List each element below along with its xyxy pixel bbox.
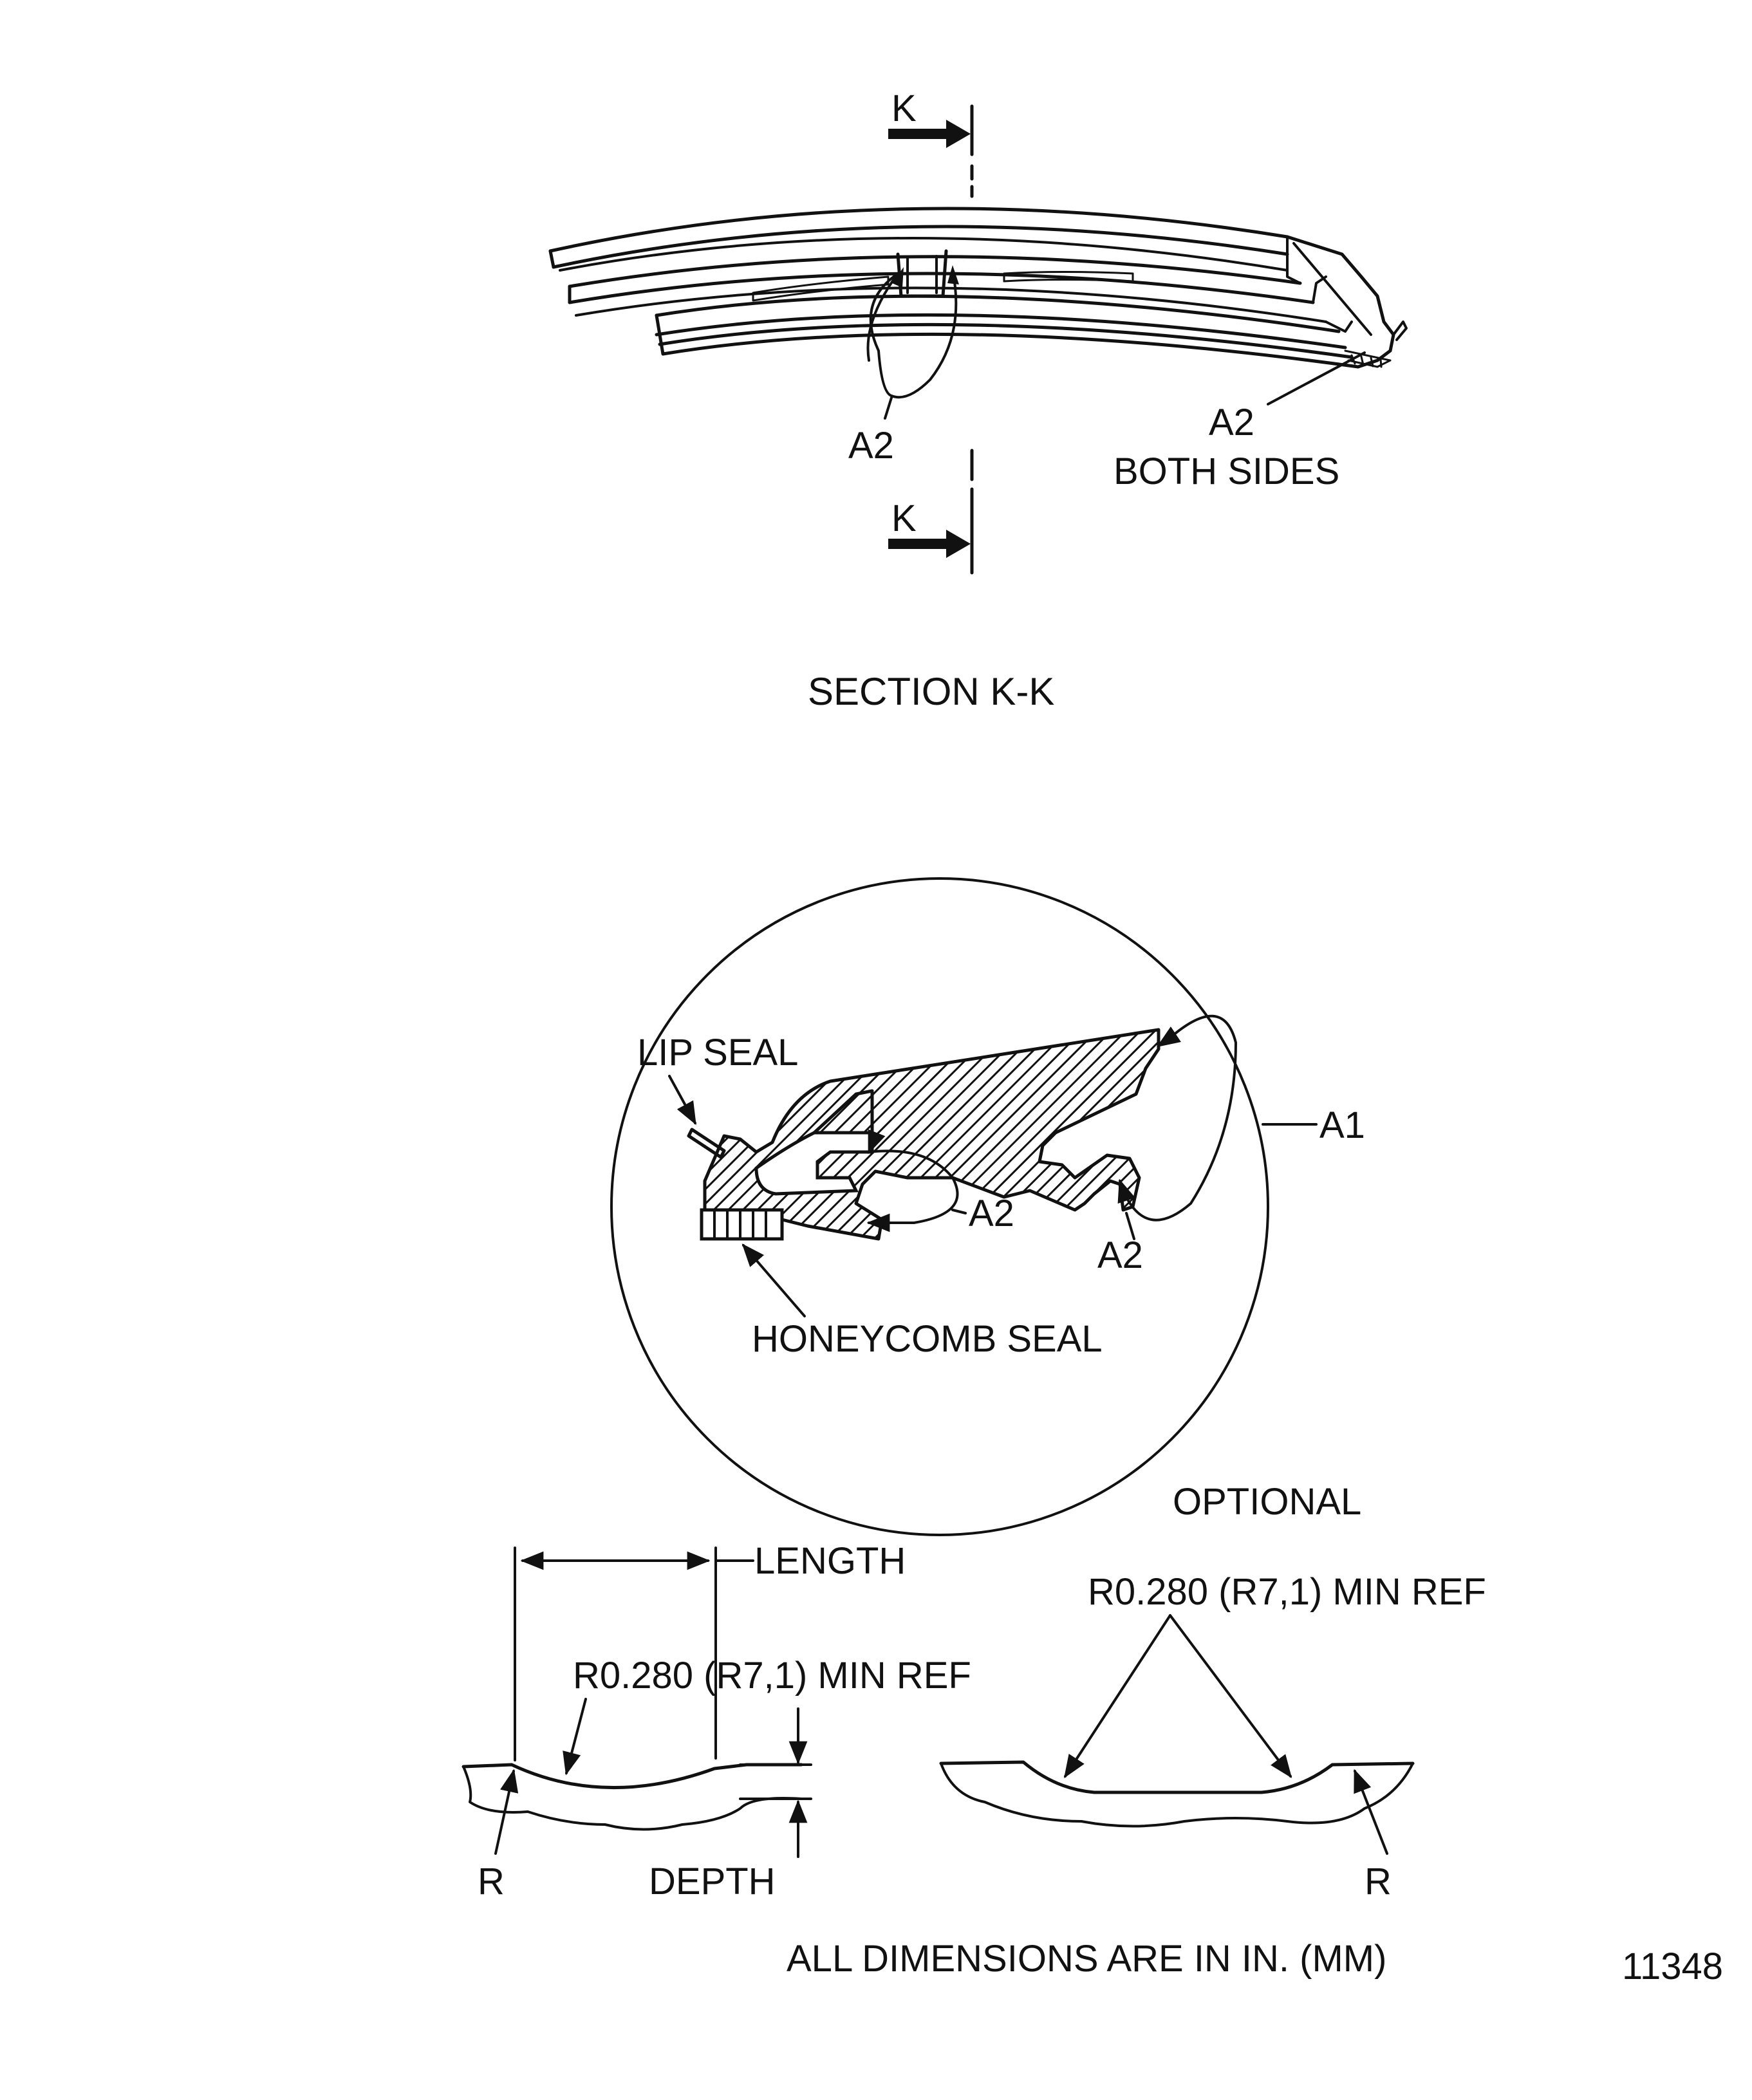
- a2-callout-loop: [866, 265, 959, 420]
- repair-profile-right: OPTIONAL R0.280 (R7,1) MIN REF R: [939, 1481, 1486, 1902]
- section-view: K K: [548, 88, 1408, 713]
- a2-label-section: A2: [848, 425, 894, 467]
- a1-label: A1: [1319, 1104, 1365, 1146]
- units-note: ALL DIMENSIONS ARE IN IN. (MM): [787, 1938, 1386, 1980]
- a2-left-callout: [866, 1129, 967, 1232]
- r-label-left: R: [478, 1861, 505, 1902]
- section-title: SECTION K-K: [808, 670, 1054, 713]
- figure-number: 11348: [1622, 1946, 1723, 1987]
- a2-label-detail-left: A2: [969, 1193, 1014, 1234]
- optional-title: OPTIONAL: [1173, 1481, 1361, 1523]
- depth-label: DEPTH: [649, 1861, 776, 1902]
- cut-arrow-top: [888, 120, 971, 148]
- seal-stem: [812, 1089, 874, 1135]
- ring-segment: [548, 207, 1408, 369]
- length-label: LENGTH: [754, 1540, 906, 1582]
- lip-seal-tooth: [687, 1128, 726, 1159]
- cut-letter-top: K: [891, 88, 917, 129]
- lip-seal-leader: [668, 1075, 696, 1126]
- a2-both-label: A2: [1209, 402, 1254, 443]
- a2-right-callout: [1117, 1014, 1237, 1240]
- honeycomb-seal-label: HONEYCOMB SEAL: [752, 1318, 1103, 1360]
- honeycomb-seal: [700, 1208, 784, 1241]
- radius-note-left: R0.280 (R7,1) MIN REF: [573, 1655, 971, 1696]
- honeycomb-seal-leader: [741, 1243, 806, 1317]
- both-sides-label: BOTH SIDES: [1114, 451, 1339, 492]
- detail-view: A1 LIP SEAL HONEYCOMB SEAL A2: [610, 877, 1365, 1536]
- r-label-right: R: [1365, 1861, 1392, 1902]
- repair-profile-left: LENGTH R0.280 (R7,1) MIN REF DEPTH R: [461, 1540, 971, 1902]
- cut-letter-bottom: K: [891, 497, 917, 539]
- lip-seal-label: LIP SEAL: [637, 1032, 798, 1073]
- a2-both-sides-leader: [1267, 351, 1366, 405]
- cut-arrow-bottom: [888, 530, 971, 558]
- radius-note-right: R0.280 (R7,1) MIN REF: [1088, 1571, 1486, 1613]
- detail-circle: [610, 877, 1269, 1536]
- seal-cavity: [754, 1131, 874, 1196]
- a2-label-detail-right: A2: [1097, 1234, 1143, 1276]
